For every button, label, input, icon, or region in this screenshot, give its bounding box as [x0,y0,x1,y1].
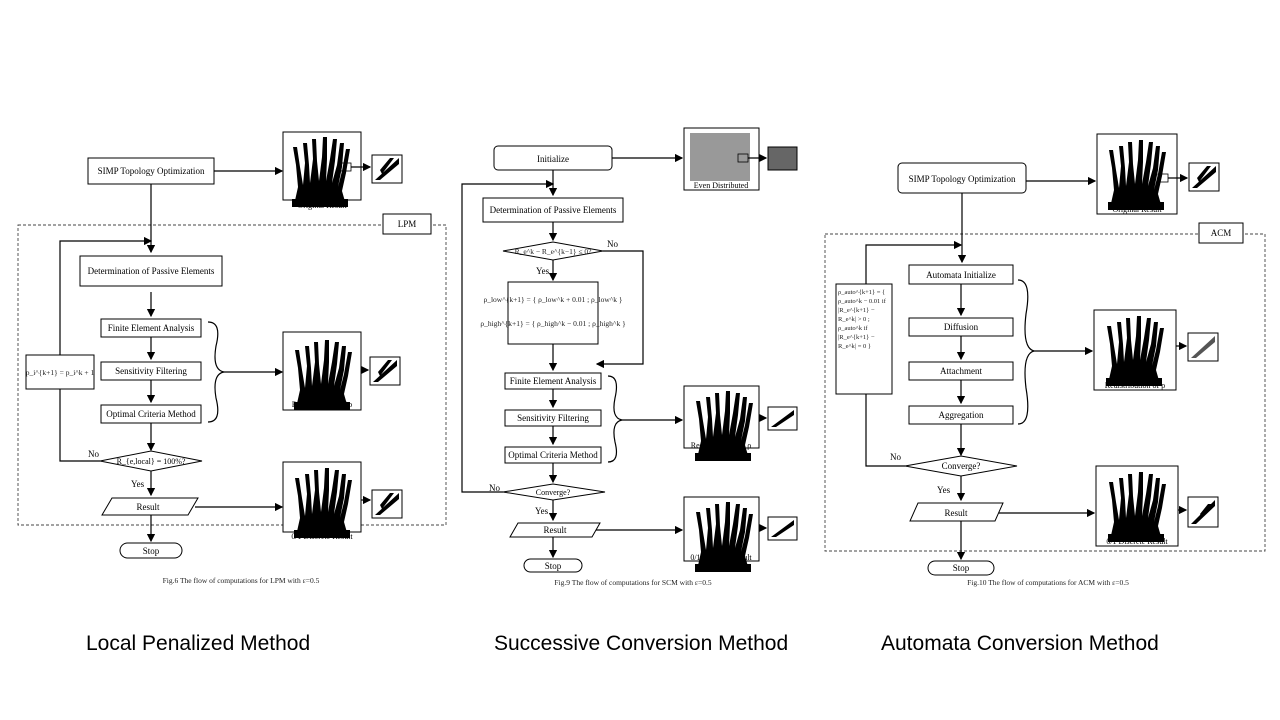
acm-condition-diamond [904,455,1018,477]
lpm-passive-box [79,255,223,287]
scm-eq2: ρ_high^{k+1} = { ρ_high^k − 0.01 ; ρ_hig… [480,319,625,328]
lpm-loop-boundary [17,224,447,526]
scm-even-zoom [767,146,798,171]
scm-redistribution-caption: Redistribution of ρ [691,441,751,450]
lpm-tag: LPM [398,219,417,229]
lpm-redistribution-caption: Redistribution of ρ [292,400,352,409]
acm-update-label: ρ_auto^{k+1} = { ρ_auto^k − 0.01 if |R_e… [838,289,886,350]
scm-init-label: Initialize [537,154,569,164]
lpm-simp-box [87,157,215,185]
acm-stop-label: Stop [953,563,970,573]
scm-condition1-label: R_e^k − R_e^{k−1} ≤ 0? [515,247,592,256]
acm-stop-box [927,560,995,576]
lpm-caption: Fig.6 The flow of computations for LPM w… [163,576,320,585]
lpm-method-title: Local Penalized Method [86,632,311,655]
scm-condition2-diamond [502,483,606,501]
lpm-fea-label: Finite Element Analysis [108,323,195,333]
lpm-condition-diamond [99,450,203,472]
acm-method-title: Automata Conversion Method [881,632,1159,655]
lpm-stop-box [119,542,183,559]
lpm-no-label: No [88,449,99,459]
acm-diffusion-label: Diffusion [944,322,979,332]
scm-passive-box [482,197,624,223]
lpm-update-label: p_i^{k+1} = p_i^k + 1 [26,368,95,377]
scm-no1-label: No [607,239,618,249]
acm-aggregation-label: Aggregation [939,410,984,420]
acm-tag-box [1198,222,1244,244]
scm-method-title: Successive Conversion Method [494,632,789,655]
acm-panel: ACM SIMP Topology Optimization Original … [824,133,1266,587]
scm-result-box [509,522,601,538]
lpm-condition-label: R_{e,local} = 100%? [117,457,186,466]
lpm-simp-label: SIMP Topology Optimization [98,166,205,176]
scm-equation-box [507,281,599,345]
lpm-discrete-caption: 0/1 Discrete Result [291,532,353,541]
scm-condition2-label: Converge? [536,488,571,497]
lpm-panel: LPM SIMP Topology Optimization Original … [17,131,447,585]
acm-result-box [909,502,1004,522]
acm-redistribution-caption: Redistribution of ρ [1105,381,1165,390]
acm-discrete-caption: 0/1 Discrete Result [1106,537,1168,546]
scm-fea-label: Finite Element Analysis [510,376,597,386]
acm-tag: ACM [1211,228,1232,238]
scm-even-caption: Even Distributed [694,181,748,190]
lpm-stop-label: Stop [143,546,160,556]
acm-init-label: Automata Initialize [926,270,996,280]
scm-panel: Initialize Even Distributed Determinatio… [461,127,798,587]
scm-yes1-label: Yes [536,266,550,276]
scm-yes2-label: Yes [535,506,549,516]
acm-brace [1017,279,1035,425]
lpm-yes-label: Yes [131,479,145,489]
acm-simp-label: SIMP Topology Optimization [909,174,1016,184]
lpm-oc-label: Optimal Criteria Method [106,409,196,419]
acm-attachment-label: Attachment [940,366,982,376]
acm-no-label: No [890,452,901,462]
scm-stop-box [523,558,583,573]
scm-no2-label: No [489,483,500,493]
scm-stop-label: Stop [545,561,562,571]
acm-result-label: Result [944,508,968,518]
lpm-passive-label: Determination of Passive Elements [88,266,215,276]
lpm-original-caption: Original Result [297,201,347,210]
acm-update-fo: ρ_auto^{k+1} = { ρ_auto^k − 0.01 if |R_e… [838,289,886,350]
lpm-tag-box [382,213,432,235]
scm-result-label: Result [543,525,567,535]
scm-oc-label: Optimal Criteria Method [508,450,598,460]
scm-sens-label: Sensitivity Filtering [517,413,589,423]
scm-discrete-caption: 0/1 Discrete Result [690,553,752,562]
scm-eq1: ρ_low^{k+1} = { ρ_low^k + 0.01 ; ρ_low^k… [483,295,622,304]
scm-caption: Fig.9 The flow of computations for SCM w… [554,578,711,587]
acm-yes-label: Yes [937,485,951,495]
acm-caption: Fig.10 The flow of computations for ACM … [967,578,1129,587]
acm-condition-label: Converge? [942,461,981,471]
scm-passive-label: Determination of Passive Elements [490,205,617,215]
lpm-sens-label: Sensitivity Filtering [115,366,187,376]
acm-update-box [835,283,893,395]
lpm-result-box [101,497,199,516]
acm-original-caption: Original Result [1112,205,1162,214]
lpm-brace [207,321,225,423]
lpm-result-label: Result [136,502,160,512]
acm-loop-boundary [824,233,1266,552]
scm-brace [607,375,623,463]
